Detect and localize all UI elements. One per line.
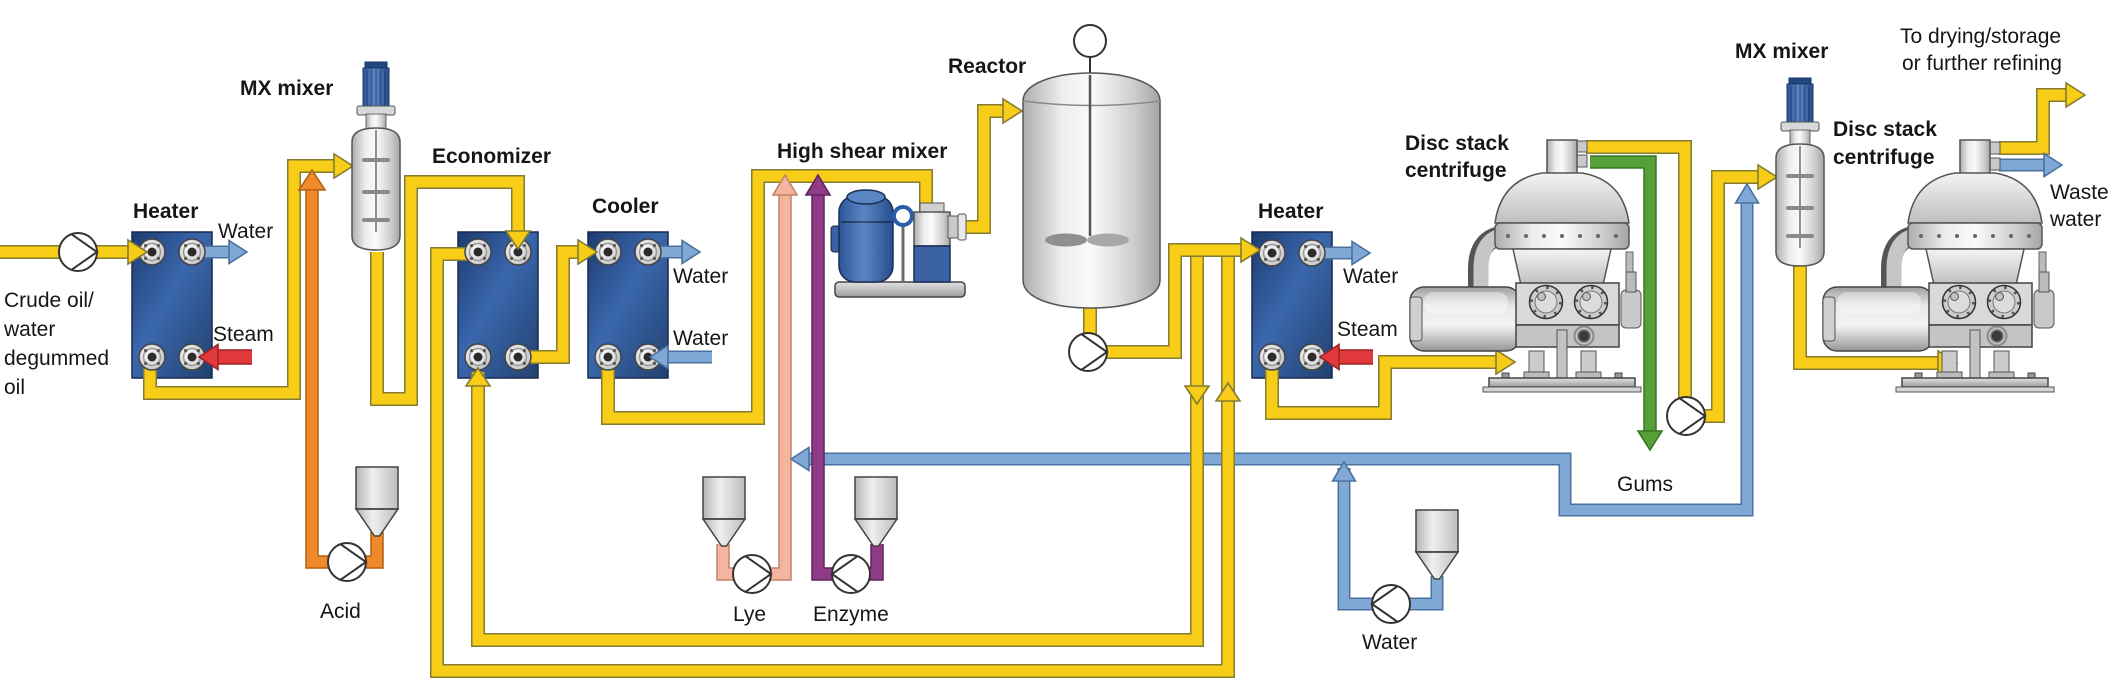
gums-label: Gums xyxy=(1617,473,1673,496)
acid-label: Acid xyxy=(320,600,361,623)
feed-label-line3: degummed xyxy=(4,347,109,370)
reactor-pump xyxy=(1068,332,1108,372)
lye-hopper xyxy=(702,476,746,547)
mx-mixer1-label: MX mixer xyxy=(240,77,333,100)
arrow-into-economizer xyxy=(504,230,532,251)
enzyme-hopper xyxy=(854,476,898,547)
reactor-vessel xyxy=(1022,24,1161,309)
centrifuge2-label-line1: Disc stack xyxy=(1833,118,1937,141)
arrow-into-heater2 xyxy=(1240,236,1262,264)
oil-pipe-economizer-return-out xyxy=(430,247,1235,678)
centrifuge2-waste-stub xyxy=(1989,157,2001,171)
arrow-water-supply-up xyxy=(1331,460,1357,482)
oil-pipe-economizer-return-in xyxy=(471,251,1204,647)
arrow-return-up xyxy=(1214,381,1242,402)
reactor-label: Reactor xyxy=(948,55,1026,78)
oil-pipe-centrifuge2-out xyxy=(1999,88,2067,155)
arrow-water-to-lye xyxy=(789,446,810,472)
water-pump xyxy=(1371,584,1411,624)
arrow-into-cooler xyxy=(577,238,599,266)
steam-arrow-heater2 xyxy=(1318,343,1373,371)
economizer-label: Economizer xyxy=(432,145,551,168)
gums-pipe xyxy=(1590,155,1657,432)
centrifuge1-gums-stub xyxy=(1576,154,1588,168)
acid-hopper xyxy=(355,466,399,537)
centrifuge2-label-line2: centrifuge xyxy=(1833,146,1935,169)
feed-label-line4: oil xyxy=(4,376,25,399)
centrifuge2-oil-stub xyxy=(1989,141,2001,155)
oil-pipe-centrifuge1-out xyxy=(1586,140,1692,412)
arrow-acid-up xyxy=(297,168,327,191)
arrow-into-mx1 xyxy=(333,152,355,180)
feed-pump xyxy=(58,232,98,272)
oil-pipe-heater2-to-centrifuge1 xyxy=(1265,355,1497,420)
output-label-line2: or further refining xyxy=(1902,52,2062,75)
oil-pipe-mx1-to-economizer xyxy=(370,175,525,406)
water-pipe-main xyxy=(809,203,1754,517)
mx-mixer1 xyxy=(350,60,402,252)
waste-water-label-line1: Waste xyxy=(2050,181,2109,204)
mx-mixer2-label: MX mixer xyxy=(1735,40,1828,63)
centrifuge1-label-line1: Disc stack xyxy=(1405,132,1509,155)
arrow-water-in-cooler xyxy=(648,344,669,370)
cooler-water-out-label: Water xyxy=(673,265,728,288)
centrifuge1-oil-stub xyxy=(1576,140,1588,153)
centrifuge1-label-line2: centrifuge xyxy=(1405,159,1507,182)
arrow-water-out-heater2 xyxy=(1351,240,1372,266)
high-shear-mixer-label: High shear mixer xyxy=(777,140,947,163)
heater1-label: Heater xyxy=(133,200,198,223)
cooler-water-in-label: Water xyxy=(673,327,728,350)
arrow-feed-in xyxy=(127,238,149,266)
arrow-into-mx2 xyxy=(1757,163,1779,191)
arrow-into-economizer-bottom xyxy=(464,366,492,387)
oil-pipe-heater1-to-mx1 xyxy=(143,159,335,400)
feed-label-line2: water xyxy=(3,318,55,341)
feed-label-line1: Crude oil/ xyxy=(4,289,94,312)
oil-pipe-economizer-to-cooler xyxy=(518,245,580,364)
high-shear-mixer xyxy=(830,189,967,298)
cooler-label: Cooler xyxy=(592,195,659,218)
arrow-enzyme-up xyxy=(804,173,832,196)
heater2-label: Heater xyxy=(1258,200,1323,223)
lye-label: Lye xyxy=(733,603,766,626)
heater2-water-label: Water xyxy=(1343,265,1398,288)
centrifuge1-pump xyxy=(1666,396,1706,436)
output-label-line1: To drying/storage xyxy=(1900,25,2061,48)
mx-mixer2 xyxy=(1774,76,1826,268)
waste-water-label-line2: water xyxy=(2049,208,2101,231)
arrow-into-centrifuge1 xyxy=(1495,348,1517,376)
arrow-water-out-heater1 xyxy=(228,239,249,265)
acid-pump xyxy=(327,542,367,582)
oil-pipe-hsm-to-reactor xyxy=(960,104,1004,234)
water-hopper xyxy=(1415,509,1459,580)
heater1-water-label: Water xyxy=(218,220,273,243)
oil-pipe-cooler-to-hsm xyxy=(601,169,933,425)
arrow-return-down xyxy=(1183,385,1211,406)
water-supply-label: Water xyxy=(1362,631,1417,654)
steam-arrow-heater1 xyxy=(197,343,252,371)
arrow-to-drying xyxy=(2065,81,2087,109)
heater2-steam-label: Steam xyxy=(1337,318,1398,341)
arrow-water-out-cooler xyxy=(681,239,702,265)
enzyme-pump xyxy=(831,554,871,594)
arrow-gums-down xyxy=(1636,430,1664,452)
arrow-lye-up xyxy=(771,173,799,196)
arrow-water-to-mx2 xyxy=(1734,182,1760,204)
arrow-into-reactor xyxy=(1002,97,1024,125)
lye-pump xyxy=(732,554,772,594)
enzyme-label: Enzyme xyxy=(813,603,889,626)
heater1-steam-label: Steam xyxy=(213,323,274,346)
oil-pipe-pump-to-heater2 xyxy=(1088,243,1242,359)
arrow-waste-water xyxy=(2043,152,2064,178)
oil-pipe-mx2-to-centrifuge2 xyxy=(1793,258,1939,370)
